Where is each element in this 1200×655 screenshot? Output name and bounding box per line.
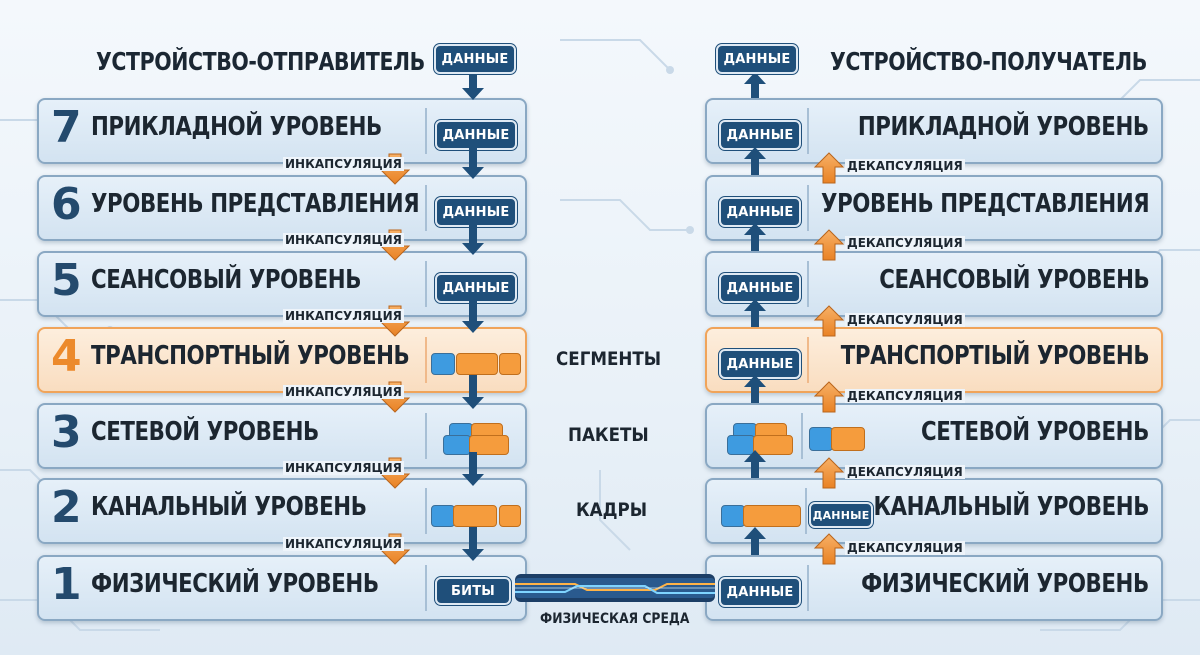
- receiver-layer-7: ДАННЫЕ ПРИКЛАДНОЙ УРОВЕНЬ: [705, 98, 1163, 164]
- layer-number: 4: [51, 331, 82, 382]
- sender-layer-2: 2 КАНАЛЬНЫЙ УРОВЕНЬ: [37, 478, 527, 544]
- layer-number: 7: [51, 102, 82, 153]
- sender-title: УСТРОЙСТВО-ОТПРАВИТЕЛЬ: [96, 47, 425, 76]
- decapsulation-label: ДЕКАПСУЛЯЦИЯ: [845, 465, 965, 479]
- data-pill: ДАННЫЕ: [435, 197, 517, 227]
- packets-label: ПАКЕТЫ: [568, 424, 649, 446]
- frame-data-icon: [453, 505, 497, 527]
- frame-trailer-icon: [499, 505, 521, 527]
- physical-medium-label: ФИЗИЧЕСКАЯ СРЕДА: [540, 611, 690, 627]
- data-pill: ДАННЫЕ: [719, 197, 801, 227]
- sender-layer-4: 4 ТРАНСПОРТНЫЙ УРОВЕНЬ: [37, 327, 527, 393]
- segment-data-icon: [456, 353, 498, 375]
- receiver-layer-5: ДАННЫЕ СЕАНСОВЫЙ УРОВЕНЬ: [705, 251, 1163, 317]
- packet-data-icon: [753, 435, 793, 455]
- receiver-data-pill: ДАННЫЕ: [716, 44, 798, 74]
- sender-layer-3: 3 СЕТЕВОЙ УРОВЕНЬ: [37, 403, 527, 469]
- sender-data-pill: ДАННЫЕ: [434, 44, 516, 74]
- decapsulation-label: ДЕКАПСУЛЯЦИЯ: [845, 541, 965, 555]
- receiver-layer-3: СЕТЕВОЙ УРОВЕНЬ: [705, 403, 1163, 469]
- layer-name: УРОВЕНЬ ПРЕДСТАВЛЕНИЯ: [91, 189, 420, 219]
- layer-name: КАНАЛЬНЫЙ УРОВЕНЬ: [91, 492, 367, 522]
- layer-number: 2: [51, 482, 82, 533]
- decapsulation-label: ДЕКАПСУЛЯЦИЯ: [845, 313, 965, 327]
- segment-data-icon: [831, 427, 865, 451]
- layer-name: ТРАНСПОРТIЫЙ УРОВЕНЬ: [840, 341, 1150, 371]
- receiver-layer-6: ДАННЫЕ УРОВЕНЬ ПРЕДСТАВЛЕНИЯ: [705, 175, 1163, 241]
- frames-label: КАДРЫ: [576, 499, 648, 521]
- encapsulation-label: ИНКАПСУЛЯЦИЯ: [283, 385, 404, 399]
- layer-number: 1: [51, 559, 82, 610]
- receiver-layer-4: ДАННЫЕ ТРАНСПОРТIЫЙ УРОВЕНЬ: [705, 327, 1163, 393]
- packet-data-icon: [469, 435, 509, 455]
- layer-name: ТРАНСПОРТНЫЙ УРОВЕНЬ: [91, 341, 410, 371]
- layer-name: УРОВЕНЬ ПРЕДСТАВЛЕНИЯ: [820, 189, 1150, 219]
- physical-medium-cable: [515, 574, 715, 602]
- layer-name: ФИЗИЧЕСКИЙ УРОВЕНЬ: [861, 569, 1149, 599]
- layer-name: ПРИКЛАДНОЙ УРОВЕНЬ: [858, 112, 1149, 142]
- decapsulation-label: ДЕКАПСУЛЯЦИЯ: [845, 389, 965, 403]
- layer-name: СЕТЕВОЙ УРОВЕНЬ: [91, 417, 319, 447]
- sender-layer-6: 6 УРОВЕНЬ ПРЕДСТАВЛЕНИЯ ДАННЫЕ: [37, 175, 527, 241]
- encapsulation-label: ИНКАПСУЛЯЦИЯ: [283, 309, 404, 323]
- data-pill: ДАННЫЕ: [809, 502, 873, 528]
- decapsulation-label: ДЕКАПСУЛЯЦИЯ: [845, 159, 965, 173]
- encapsulation-label: ИНКАПСУЛЯЦИЯ: [283, 537, 404, 551]
- layer-name: СЕАНСОВЫЙ УРОВЕНЬ: [91, 265, 362, 295]
- frame-header-icon: [721, 505, 745, 527]
- receiver-layer-1: ДАННЫЕ ФИЗИЧЕСКИЙ УРОВЕНЬ: [705, 555, 1163, 621]
- receiver-title: УСТРОЙСТВО-ПОЛУЧАТЕЛЬ: [830, 47, 1147, 76]
- receiver-layer-2: ДАННЫЕ КАНАЛЬНЫЙ УРОВЕНЬ: [705, 478, 1163, 544]
- packet-header-icon: [443, 435, 471, 455]
- encapsulation-label: ИНКАПСУЛЯЦИЯ: [283, 233, 404, 247]
- sender-layer-5: 5 СЕАНСОВЫЙ УРОВЕНЬ ДАННЫЕ: [37, 251, 527, 317]
- layer-name: СЕАНСОВЫЙ УРОВЕНЬ: [878, 265, 1149, 295]
- segment-data-icon: [499, 353, 521, 375]
- data-pill: ДАННЫЕ: [719, 349, 801, 379]
- segments-label: СЕГМЕНТЫ: [556, 348, 662, 370]
- layer-number: 3: [51, 407, 82, 458]
- layer-name: СЕТЕВОЙ УРОВЕНЬ: [921, 417, 1149, 447]
- layer-number: 5: [51, 255, 82, 306]
- packet-header-icon: [727, 435, 755, 455]
- segment-header-icon: [809, 427, 833, 451]
- encapsulation-label: ИНКАПСУЛЯЦИЯ: [283, 461, 404, 475]
- encapsulation-label: ИНКАПСУЛЯЦИЯ: [283, 157, 404, 171]
- layer-number: 6: [51, 179, 82, 230]
- layer-name: ФИЗИЧЕСКИЙ УРОВЕНЬ: [91, 569, 379, 599]
- decapsulation-label: ДЕКАПСУЛЯЦИЯ: [845, 236, 965, 250]
- sender-layer-1: 1 ФИЗИЧЕСКИЙ УРОВЕНЬ БИТЫ: [37, 555, 527, 621]
- segment-header-icon: [431, 353, 455, 375]
- bits-pill: БИТЫ: [435, 577, 511, 605]
- data-pill: ДАННЫЕ: [719, 577, 801, 607]
- frame-header-icon: [431, 505, 455, 527]
- layer-name: КАНАЛЬНЫЙ УРОВЕНЬ: [873, 492, 1149, 522]
- data-pill: ДАННЫЕ: [435, 273, 517, 303]
- data-pill: ДАННЫЕ: [719, 273, 801, 303]
- data-pill: ДАННЫЕ: [435, 120, 517, 150]
- layer-name: ПРИКЛАДНОЙ УРОВЕНЬ: [91, 112, 382, 142]
- sender-layer-7: 7 ПРИКЛАДНОЙ УРОВЕНЬ ДАННЫЕ: [37, 98, 527, 164]
- data-pill: ДАННЫЕ: [719, 120, 801, 150]
- frame-data-icon: [743, 505, 801, 527]
